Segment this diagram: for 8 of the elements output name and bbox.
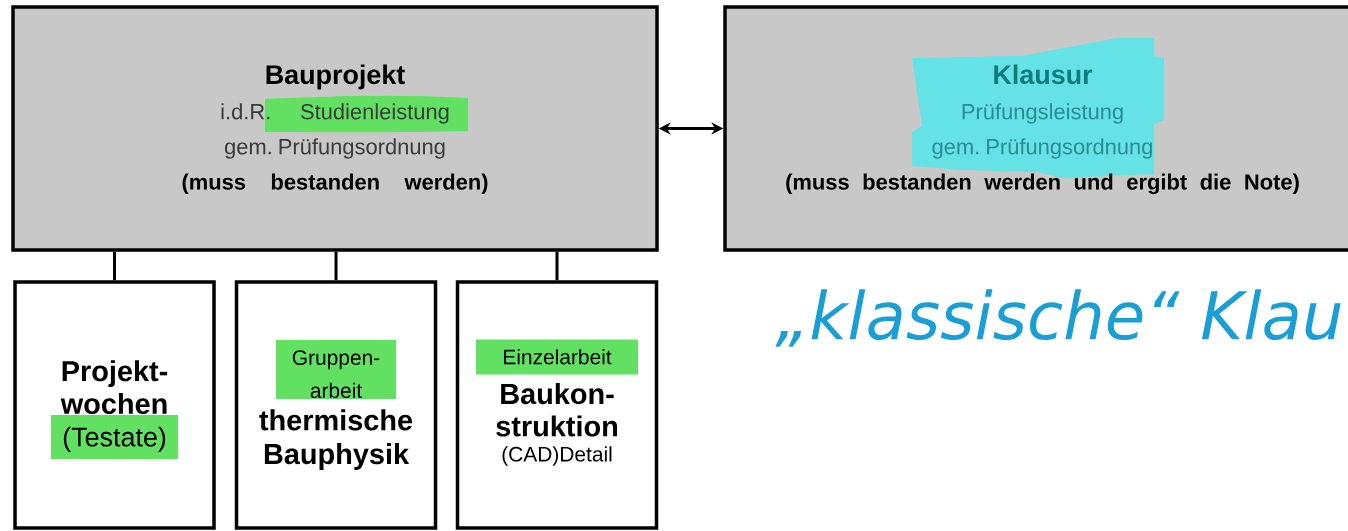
connector-line: [334, 251, 338, 281]
process-box: Einzelarbeit Baukon- struktion (CAD)Detail: [455, 280, 659, 530]
handwritten-note: „klassische“ Klau: [775, 289, 1341, 347]
process-box: Klausur Prüfungsleistung gem. Prüfungsordnung (muss bestanden werden und ergibt die Note): [723, 5, 1348, 252]
connector-line: [113, 251, 116, 281]
process-box: Projekt- wochen (Testate): [13, 280, 216, 530]
connector-line: [555, 251, 559, 281]
process-box: Gruppen- arbeit thermische Bauphysik: [234, 280, 438, 530]
